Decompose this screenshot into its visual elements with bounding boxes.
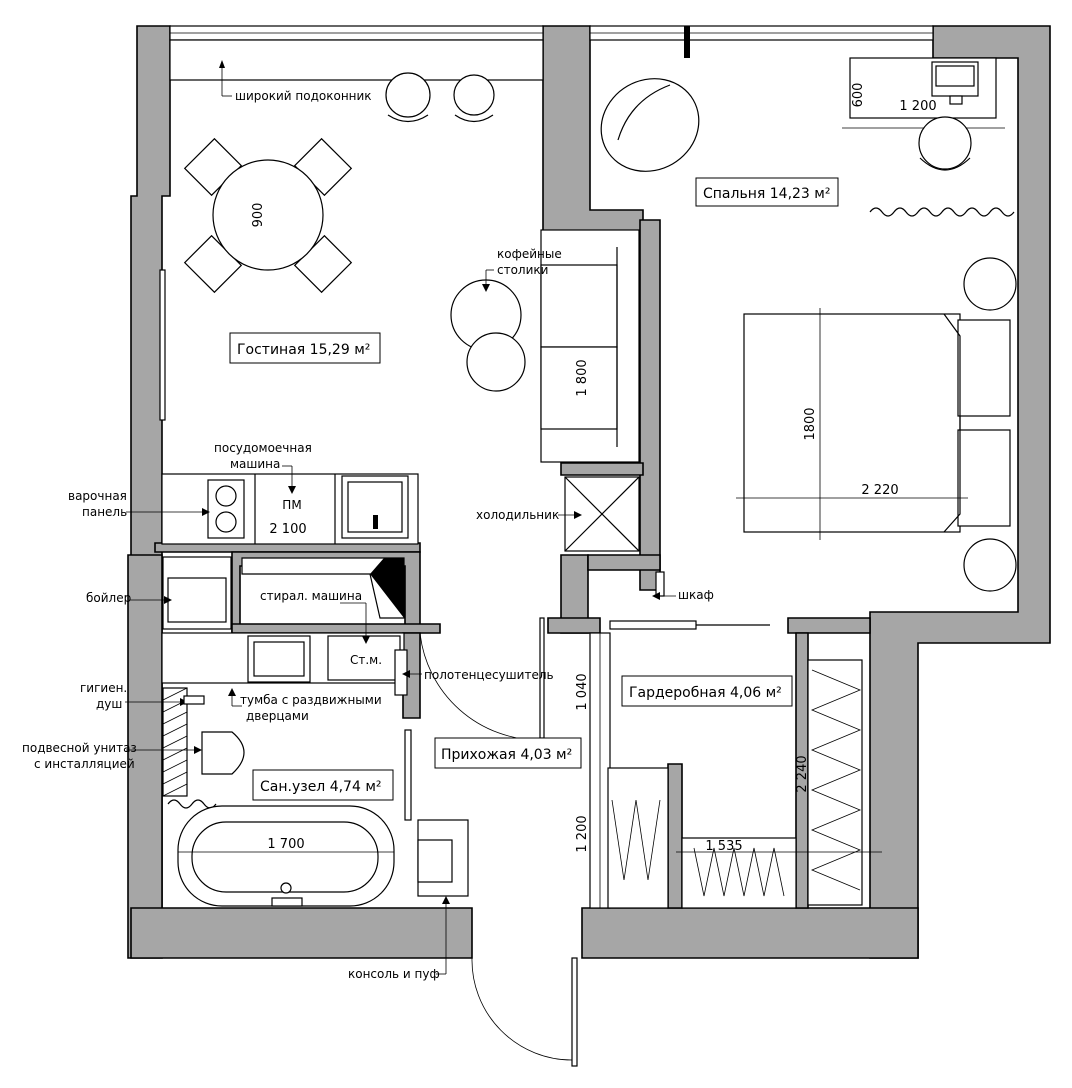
dim-bath: 1 700 [267,837,304,852]
kitchen: ПМ 2 100 [161,473,419,545]
hallway-furniture: 1 535 2 240 1 040 1 200 [417,620,882,909]
room-hallway-label: Прихожая 4,03 м² [441,747,572,763]
desk-chair [918,116,972,170]
door-entrance-swing [471,957,573,1061]
armchair [600,78,700,172]
bar-stool-2 [453,74,495,116]
bedroom-furniture: 600 1 200 1800 2 220 [600,57,1017,592]
dim-bed-length: 1800 [803,407,818,440]
label-hob-2: панель [82,505,127,519]
label-shower-2: душ [96,697,122,711]
wide-sill [169,39,544,81]
bar-stool-1 [385,72,431,118]
room-bathroom-label: Сан.узел 4,74 м² [260,779,382,795]
washer-shelf [327,635,401,681]
dim-kitchen: 2 100 [269,522,306,537]
coffee-table-2 [466,332,526,392]
dim-hall-2: 1 200 [575,815,590,852]
label-console: консоль и пуф [348,967,440,981]
sliding-door [609,620,697,630]
pillow-1 [957,319,1011,417]
hanger-rack-1 [607,767,669,909]
room-living-label: Гостиная 15,29 м² [237,342,370,358]
label-cabinet-2: дверцами [246,709,309,723]
dim-sofa: 1 800 [575,359,590,396]
wall-bath-mid [231,623,441,634]
dim-hall-1: 1 040 [575,673,590,710]
dim-wardrobe-height: 2 240 [795,755,810,792]
wall-wardrobe-right-inner [795,632,809,909]
room-bedroom-label: Спальня 14,23 м² [703,186,830,202]
label-coffee-2: столики [497,263,548,277]
door-bath-leaf [404,729,412,821]
label-coffee-1: кофейные [497,247,562,261]
dim-wardrobe-width: 1 535 [705,839,742,854]
nightstand-1 [963,257,1017,311]
living-room-furniture: 900 1 800 ПМ 2 100 [161,72,640,552]
label-fridge: холодильник [476,508,559,522]
bathtub: 1 700 [177,805,395,907]
door-entrance [571,957,578,1067]
wall-wardrobe-inner [667,763,683,909]
label-washer: стирал. машина [260,589,362,603]
curtain [869,207,1015,217]
dishwasher-abbr: ПМ [282,498,301,512]
dining-table [212,159,324,271]
dining-set: 900 [183,137,353,294]
dim-bed-width: 2 220 [861,483,898,498]
door-bathroom-swing [419,632,541,741]
wall-bottom-right [581,907,919,959]
washer-abbr: Ст.м. [350,653,382,667]
wall-bottom-left [130,907,473,959]
label-wc-1: подвесной унитаз [22,741,137,755]
label-dishwasher-1: посудомоечная [214,441,312,455]
dim-table: 900 [251,203,266,228]
dim-desk-depth: 600 [851,83,866,108]
wall-bedroom-bottom [587,554,661,571]
room-labels: Гостиная 15,29 м² Спальня 14,23 м² Гарде… [229,177,839,801]
wall-fridge-niche [560,462,644,476]
bed-frame [743,313,961,533]
toilet [201,731,245,775]
label-shower-1: гигиен. [80,681,127,695]
label-towel: полотенцесушитель [424,668,554,682]
wall-wardrobe-top-right [787,617,871,634]
label-sill: широкий подоконник [235,89,372,103]
bed: 1800 2 220 [736,308,1011,540]
room-wardrobe-label: Гардеробная 4,06 м² [629,685,782,701]
dim-desk-width: 1 200 [899,99,936,114]
label-wc-2: с инсталляцией [34,757,135,771]
window-left [159,269,166,421]
label-cabinet-1: тумба с раздвижными [240,693,382,707]
pillow-2 [957,429,1011,527]
walls [127,25,1051,959]
label-hob-1: варочная [68,489,127,503]
label-dishwasher-2: машина [230,457,280,471]
pouf [417,839,453,883]
label-closet: шкаф [678,588,714,602]
sofa: 1 800 [540,229,640,463]
wall-partition-living-bedroom [639,219,661,591]
bathroom-furniture: Ст.м. 1 700 [161,556,408,907]
nightstand-2 [963,538,1017,592]
wall-bedroom-lower [547,617,601,634]
windows [159,25,934,421]
label-boiler: бойлер [86,591,131,605]
annotations: широкий подоконник кофейные столики посу… [22,60,714,981]
